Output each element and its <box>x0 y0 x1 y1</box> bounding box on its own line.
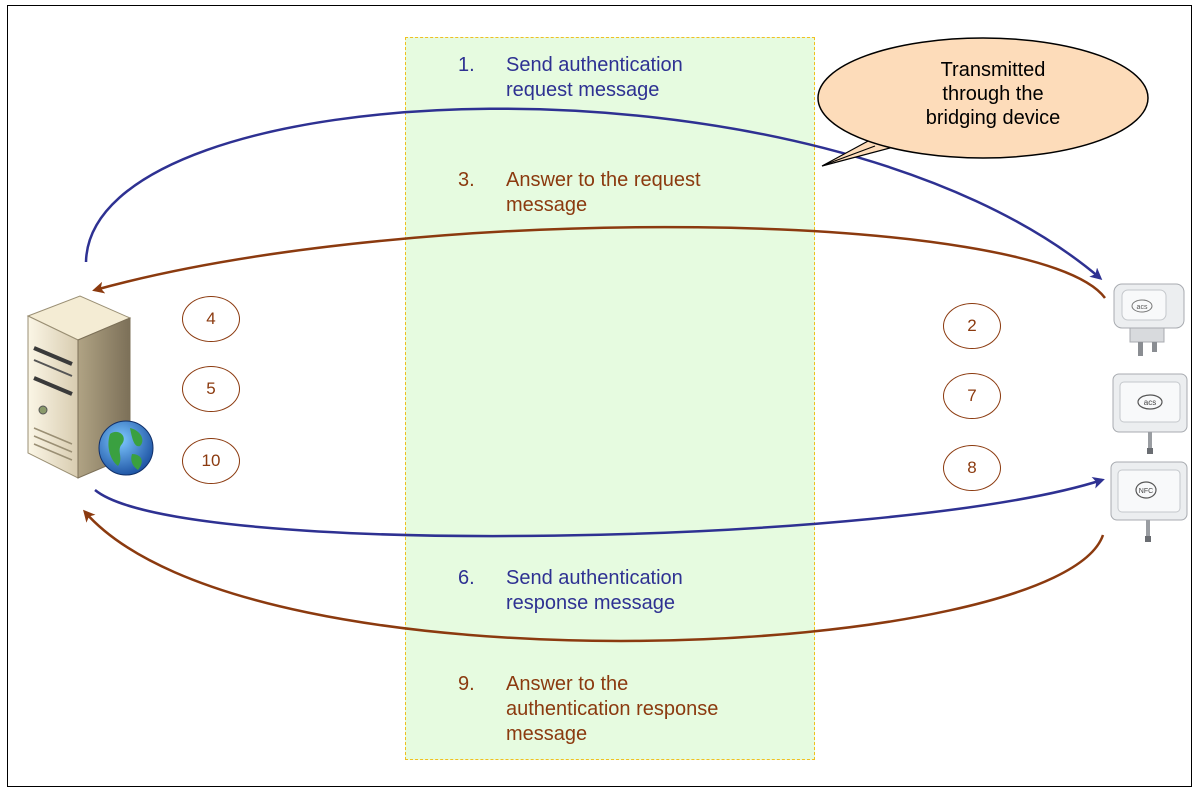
device-label: acs <box>1137 304 1148 311</box>
step-badge-8: 8 <box>943 445 1001 491</box>
step-badge-10: 10 <box>182 438 240 484</box>
step-badge-7: 7 <box>943 373 1001 419</box>
arrow-step-3 <box>92 225 1107 299</box>
nfc-reader-icon: NFC <box>1110 461 1188 542</box>
device-label: acs <box>1144 398 1156 407</box>
device-label: NFC <box>1139 488 1153 495</box>
arrow-step-6 <box>94 477 1105 538</box>
bridging-zone <box>405 37 815 760</box>
step-badge-2: 2 <box>943 303 1001 349</box>
step-badge-4: 4 <box>182 296 240 342</box>
diagram-frame <box>7 5 1192 787</box>
callout-line: Transmitted <box>940 59 1046 81</box>
card-reader-icon: acs <box>1112 373 1188 454</box>
callout-text: Transmitted through the bridging device <box>848 58 1138 130</box>
arrow-step-1 <box>84 107 1103 280</box>
arrow-step-9 <box>83 509 1105 643</box>
callout-line: through the <box>942 83 1044 105</box>
server-icon <box>26 295 154 479</box>
step-badge-5: 5 <box>182 366 240 412</box>
callout-line: bridging device <box>925 107 1061 129</box>
card-reader-icon: acs <box>1113 283 1185 356</box>
